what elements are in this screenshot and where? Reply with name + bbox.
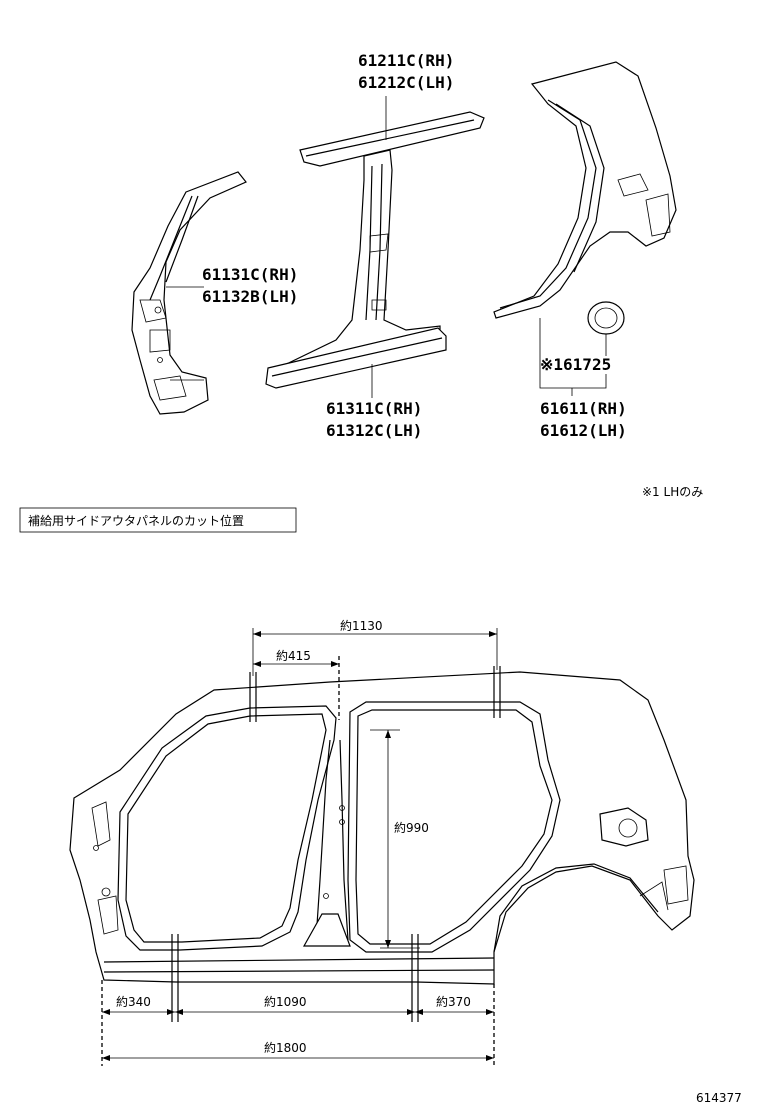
fuel-lid-housing-drawing xyxy=(587,301,625,335)
quarter-panel-drawing xyxy=(493,61,677,319)
label-61311c: 61311C(RH) xyxy=(326,399,422,418)
dim-label-overall: 約1800 xyxy=(264,1040,307,1055)
section-title: 補給用サイドアウタパネルのカット位置 xyxy=(28,513,244,528)
label-61211c: 61211C(RH) xyxy=(358,51,454,70)
label-61725: ※161725 xyxy=(540,355,611,374)
center-pillar-drawing xyxy=(265,111,485,389)
dim-overall xyxy=(102,1055,494,1061)
front-pillar-drawing xyxy=(131,171,247,415)
label-61132b: 61132B(LH) xyxy=(202,287,298,306)
dim-label-bottom-rear: 約370 xyxy=(436,994,471,1009)
dim-bottom-row xyxy=(102,1009,494,1015)
dim-height xyxy=(370,729,420,949)
section-title-box xyxy=(19,507,297,533)
figure-id: 614377 xyxy=(696,1091,742,1105)
label-61612: 61612(LH) xyxy=(540,421,627,440)
label-61212c: 61212C(LH) xyxy=(358,73,454,92)
cut-marks xyxy=(171,666,501,1022)
dim-label-bottom-front: 約340 xyxy=(116,994,151,1009)
dim-label-height: 約990 xyxy=(394,820,429,835)
dim-label-front-top: 約415 xyxy=(276,648,311,663)
label-61312c: 61312C(LH) xyxy=(326,421,422,440)
label-61611: 61611(RH) xyxy=(540,399,627,418)
dim-label-bottom-middle: 約1090 xyxy=(264,994,307,1009)
dim-top-span xyxy=(252,628,498,676)
side-panel-drawing xyxy=(69,671,695,985)
label-61131c: 61131C(RH) xyxy=(202,265,298,284)
dim-label-top-span: 約1130 xyxy=(340,618,383,633)
note-lh-only: ※1 LHのみ xyxy=(642,485,703,499)
dim-front-top xyxy=(253,661,339,667)
